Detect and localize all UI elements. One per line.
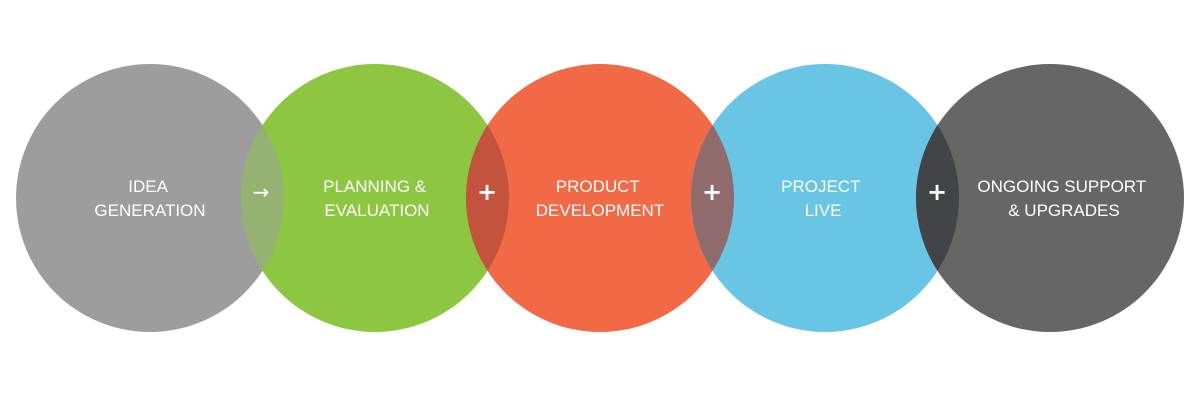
plus-icon: +: [702, 178, 722, 206]
label-line-1: PLANNING &: [323, 177, 427, 196]
label-line-1: PROJECT: [781, 177, 860, 196]
circle-ongoing-support: [916, 64, 1184, 332]
label-planning-evaluation: PLANNING & EVALUATION: [323, 177, 431, 220]
circle-project-live: [691, 64, 959, 332]
label-product-development: PRODUCT DEVELOPMENT: [536, 177, 664, 220]
circle-product-development: [466, 64, 734, 332]
plus-icon: +: [927, 178, 947, 206]
arrow-right-icon: →: [253, 180, 270, 204]
label-line-2: EVALUATION: [324, 201, 429, 220]
label-line-2: GENERATION: [94, 201, 205, 220]
plus-icon: +: [477, 178, 497, 206]
label-line-1: PRODUCT: [556, 177, 640, 196]
label-ongoing-support: ONGOING SUPPORT & UPGRADES: [977, 177, 1150, 220]
step-labels: IDEA GENERATION PLANNING & EVALUATION PR…: [94, 177, 1150, 220]
label-idea-generation: IDEA GENERATION: [94, 177, 205, 220]
circle-planning-evaluation: [241, 64, 509, 332]
circle-idea-generation: [16, 64, 284, 332]
label-line-1: ONGOING SUPPORT: [977, 177, 1145, 196]
label-line-2: DEVELOPMENT: [536, 201, 664, 220]
connectors: → + + +: [253, 178, 947, 206]
label-line-1: IDEA: [128, 177, 168, 196]
step-circles: [16, 64, 1184, 332]
label-project-live: PROJECT LIVE: [781, 177, 865, 220]
label-line-2: & UPGRADES: [1008, 201, 1119, 220]
label-line-2: LIVE: [805, 201, 842, 220]
